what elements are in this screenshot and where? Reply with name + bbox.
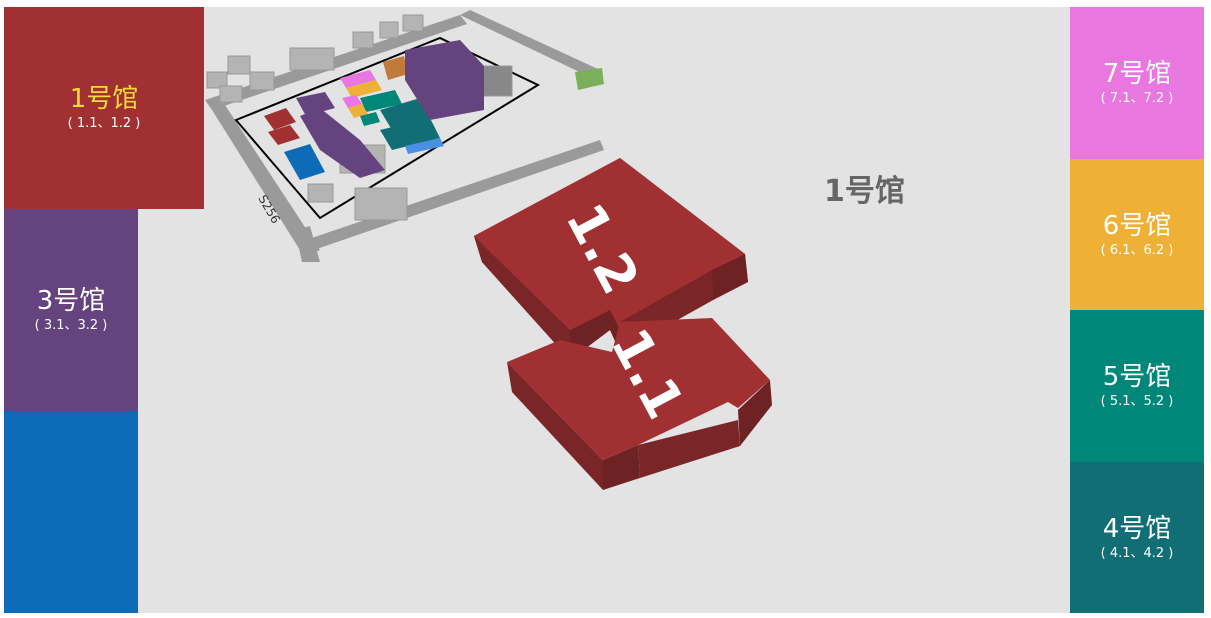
hall-title: 6号馆 [1102,210,1172,241]
hall-title: 3号馆 [36,286,106,316]
hall-7-button[interactable]: 7号馆 ( 7.1、7.2 ) [1070,7,1204,159]
current-hall-title: 1号馆 [824,174,905,209]
site-boundary [234,36,541,220]
hall-title: 7号馆 [1102,59,1172,89]
hall-1-button[interactable]: 1号馆 ( 1.1、1.2 ) [4,7,204,209]
hall-5-button[interactable]: 5号馆 ( 5.1、5.2 ) [1070,310,1204,462]
hall-1-1-building[interactable] [507,318,772,490]
hall-title: 5号馆 [1102,362,1172,392]
hall-2-button[interactable] [4,411,138,613]
hall-title: 4号馆 [1102,513,1172,544]
minimap-halls[interactable] [264,40,604,180]
hall-subtitle: ( 6.1、6.2 ) [1100,242,1174,258]
hall-3-button[interactable]: 3号馆 ( 3.1、3.2 ) [4,209,138,411]
hall-subtitle: ( 4.1、4.2 ) [1100,545,1174,561]
hall-title: 1号馆 [69,84,139,114]
hall-subtitle: ( 3.1、3.2 ) [34,318,108,333]
hall-1-2-building[interactable] [474,158,748,360]
hall-4-button[interactable]: 4号馆 ( 4.1、4.2 ) [1070,462,1204,613]
hall-6-button[interactable]: 6号馆 ( 6.1、6.2 ) [1070,159,1204,310]
hall-subtitle: ( 7.1、7.2 ) [1100,91,1174,106]
hall-subtitle: ( 1.1、1.2 ) [67,116,141,131]
hall-subtitle: ( 5.1、5.2 ) [1100,394,1174,409]
